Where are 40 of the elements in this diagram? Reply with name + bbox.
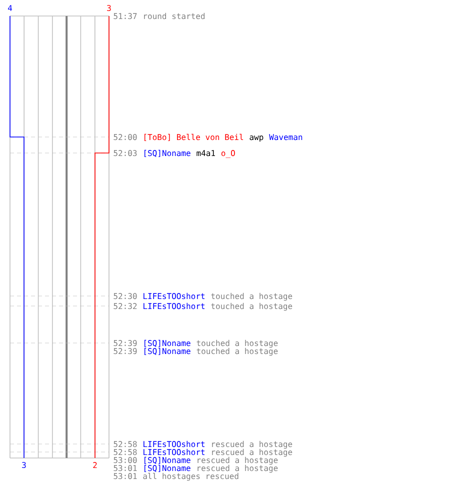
event-time: 52:58 — [114, 449, 137, 456]
event-text: o_O — [221, 150, 235, 158]
event-time: 52:32 — [114, 303, 137, 310]
event-text: [SQ]Noname — [144, 150, 190, 158]
event-text: round started — [144, 12, 205, 20]
event-text: rescued a hostage — [212, 448, 292, 457]
player-count: 3 — [22, 462, 26, 468]
event-text: Waveman — [269, 134, 302, 140]
event-text: rescued a hostage — [212, 440, 292, 449]
event-text: [SQ]Noname — [144, 456, 190, 464]
event-time: 52:03 — [114, 150, 137, 156]
event-time: 53:00 — [114, 457, 137, 464]
event-text: rescued a hostage — [198, 464, 278, 473]
event-text: LIFEsTOOshort — [144, 292, 204, 300]
player-count: 4 — [8, 5, 12, 11]
event-text: LIFEsTOOshort — [144, 302, 204, 310]
event-time: 52:58 — [114, 441, 137, 448]
event-time: 52:00 — [114, 134, 137, 140]
event-time: 52:39 — [114, 348, 137, 354]
event-text: touched a hostage — [196, 348, 278, 356]
event-text: [SQ]Noname — [144, 348, 190, 356]
event-text: all hostages rescued — [143, 472, 238, 481]
event-text: touched a hostage — [211, 302, 292, 311]
event-text: rescued a hostage — [198, 456, 278, 465]
event-time: 53:01 — [114, 465, 137, 472]
player-count: 3 — [107, 4, 111, 12]
player-count: 2 — [93, 462, 97, 468]
event-text: LIFEsTOOshort — [144, 440, 204, 448]
event-text: touched a hostage — [196, 340, 278, 348]
event-time: 51:37 — [114, 13, 137, 20]
event-text: [ToBo] Belle von Beil — [144, 134, 244, 142]
event-text: touched a hostage — [211, 292, 292, 301]
event-text: [SQ]Noname — [144, 340, 190, 348]
event-text: LIFEsTOOshort — [144, 448, 204, 456]
event-text: [SQ]Noname — [144, 464, 190, 472]
event-text: awp — [250, 136, 264, 142]
event-time: 53:01 — [114, 473, 137, 480]
event-time: 52:39 — [114, 340, 137, 346]
event-time: 52:30 — [114, 293, 137, 300]
event-text: m4a1 — [196, 150, 215, 156]
